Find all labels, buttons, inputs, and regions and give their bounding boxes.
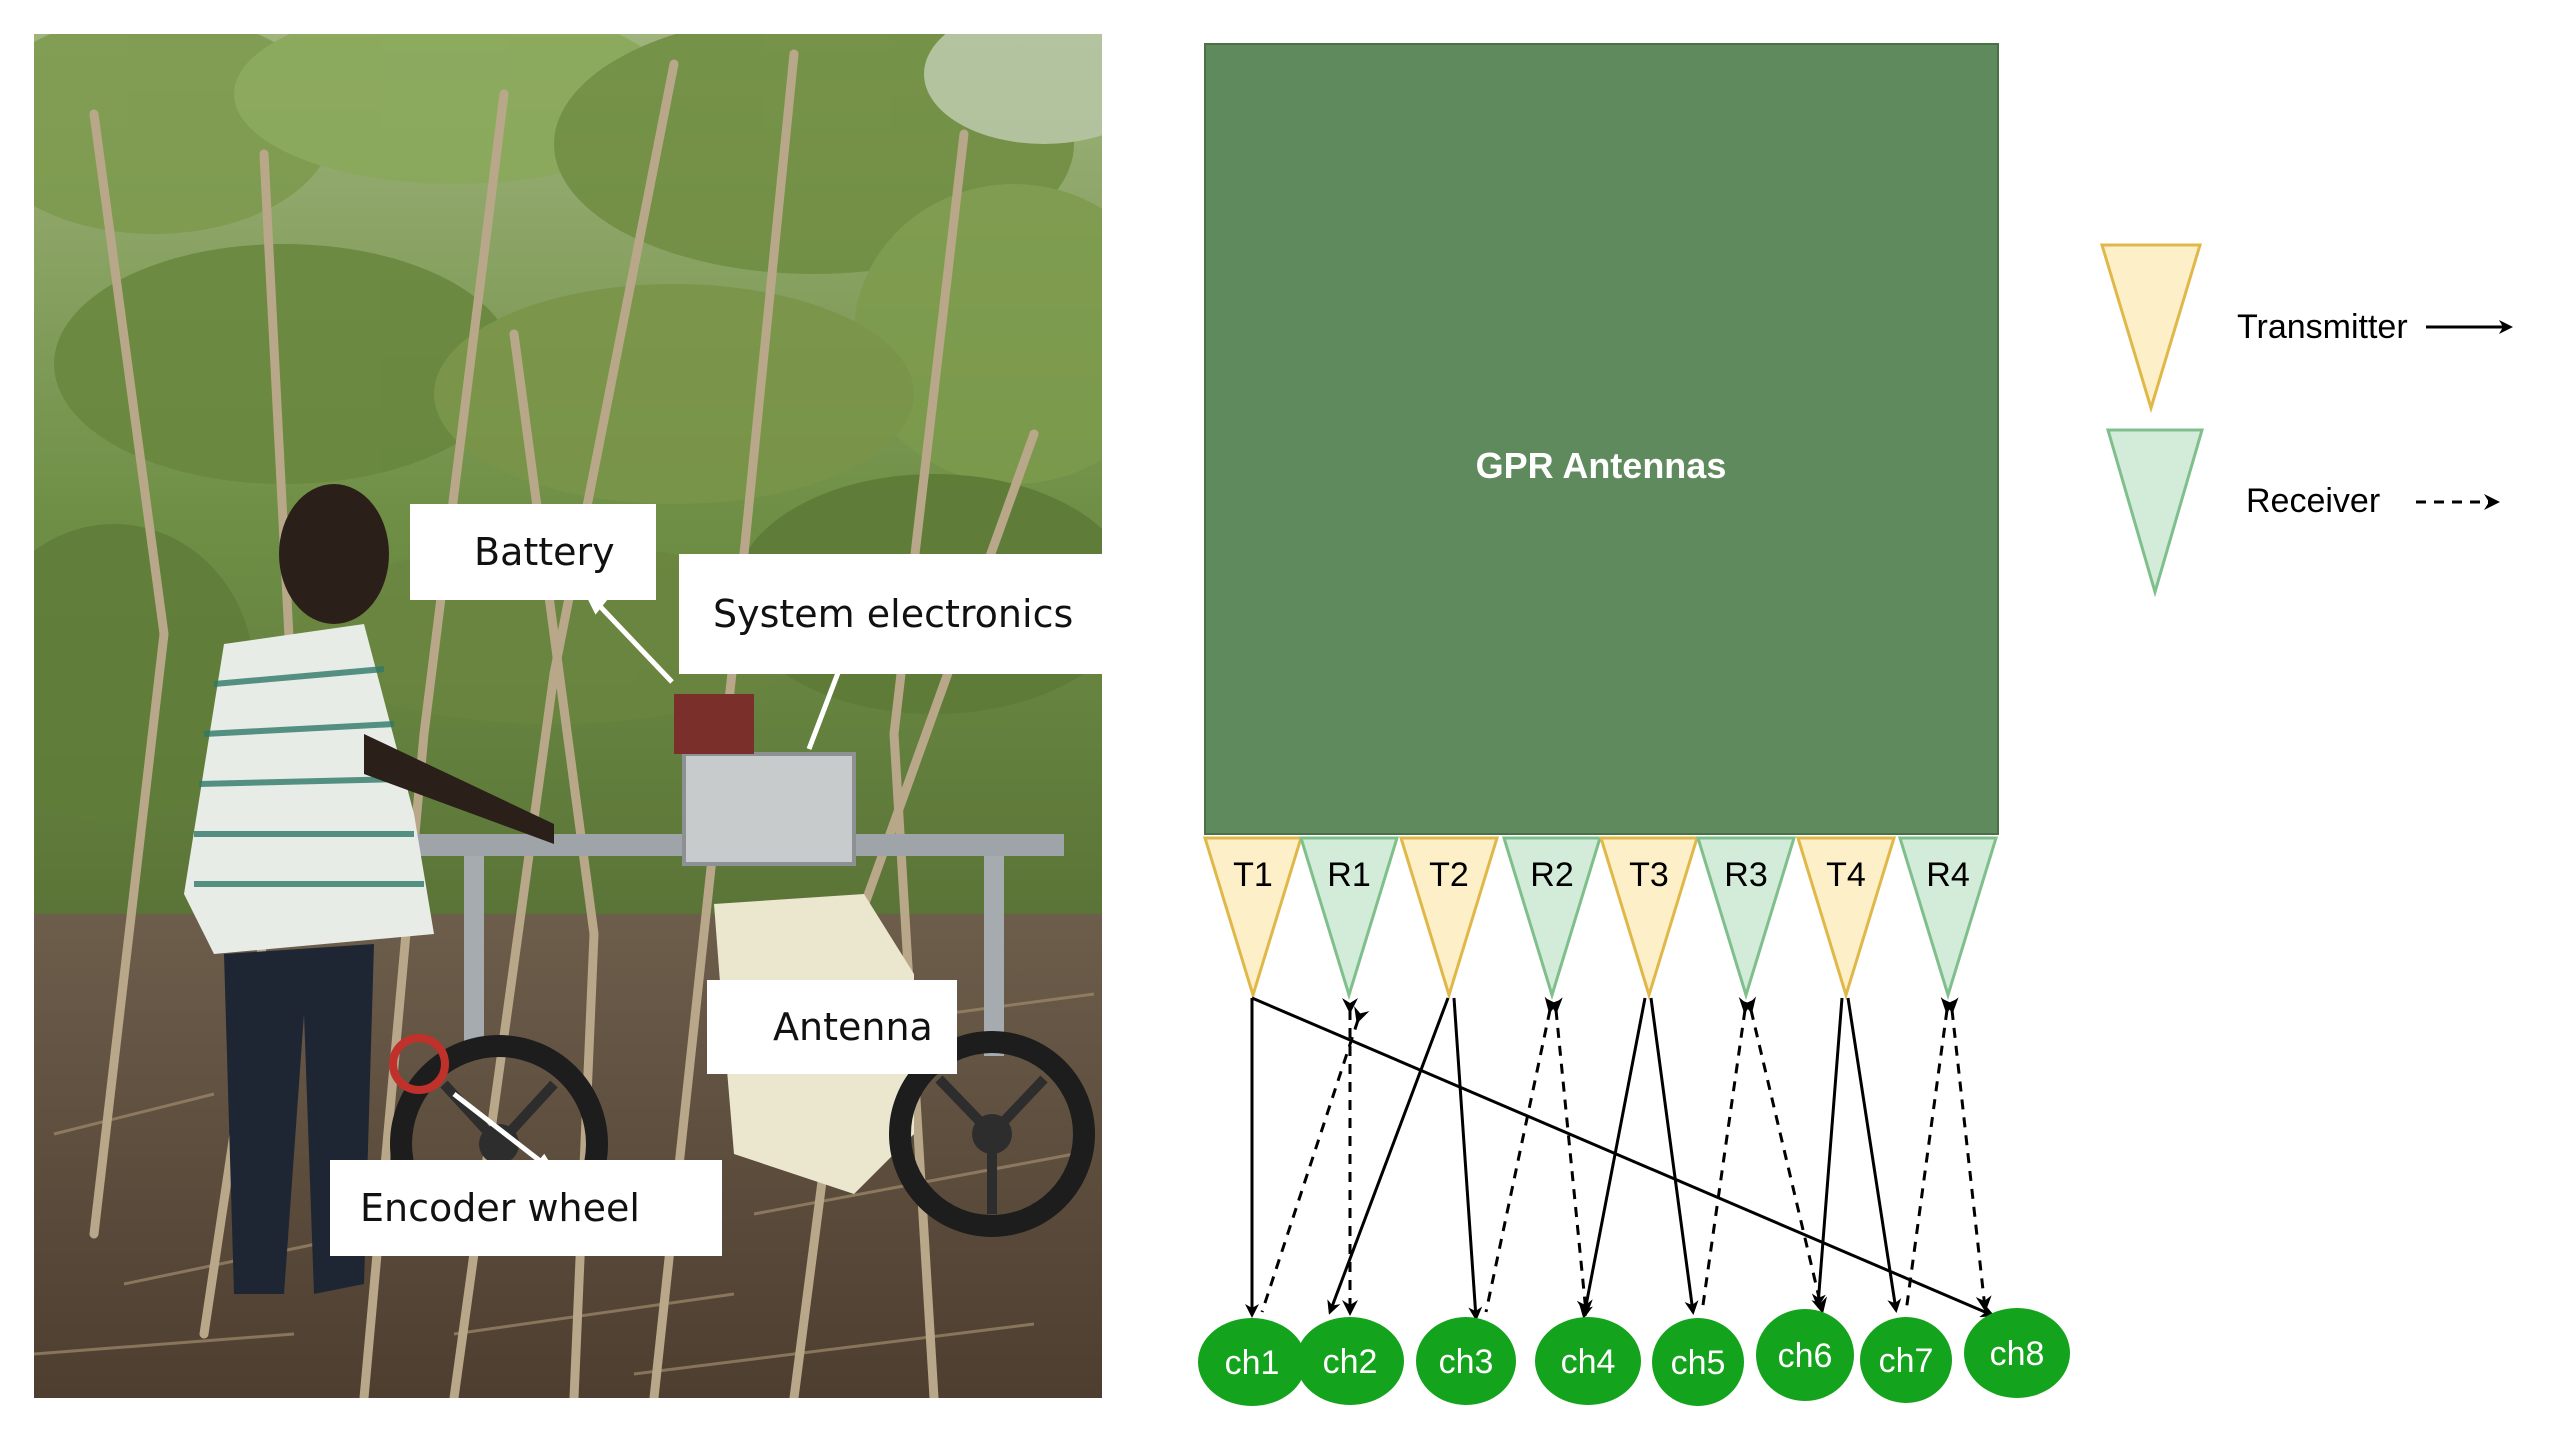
battery-label: Battery <box>410 504 656 600</box>
antenna-t3: T3 <box>1598 836 1700 1001</box>
channel-ch3-ellipse <box>1416 1317 1516 1405</box>
antenna-r2-triangle <box>1501 836 1603 1001</box>
channel-ch1-label: ch1 <box>1225 1344 1280 1382</box>
antenna-t1: T1 <box>1202 836 1304 1001</box>
battery-label-text: Battery <box>474 530 615 574</box>
channel-ch4-label: ch4 <box>1561 1343 1616 1381</box>
gpr-antennas-box <box>1204 43 1999 835</box>
antenna-label-text: Antenna <box>773 1005 933 1049</box>
channel-ch5-label: ch5 <box>1671 1344 1726 1382</box>
antenna-r1-triangle <box>1298 836 1400 1001</box>
channel-ch7: ch7 <box>1860 1317 1952 1403</box>
antenna-r4-label: R4 <box>1926 856 1969 894</box>
channel-ch5-ellipse <box>1652 1318 1744 1406</box>
antenna-r2-label: R2 <box>1530 856 1573 894</box>
antenna-t2: T2 <box>1398 836 1500 1001</box>
gpr-antennas-title: GPR Antennas <box>1476 445 1727 486</box>
receiver-legend-icon <box>2106 428 2204 598</box>
encoder-wheel-label-text: Encoder wheel <box>360 1186 640 1230</box>
antenna-row: T1 R1 T2 R2 T3 R3 T4 R4 <box>1202 836 1999 1001</box>
path-r4-ch7 <box>1904 997 1957 1313</box>
path-r2-ch3 <box>1484 996 1561 1313</box>
encoder-wheel-label: Encoder wheel <box>330 1160 722 1256</box>
antenna-r4-triangle <box>1897 836 1999 1001</box>
antenna-r1: R1 <box>1298 836 1400 1001</box>
antenna-r4: R4 <box>1897 836 1999 1001</box>
legend-transmitter: Transmitter <box>2099 243 2513 414</box>
channel-ch5: ch5 <box>1652 1318 1744 1406</box>
channel-ch2-ellipse <box>1296 1317 1404 1405</box>
path-r2-ch4 <box>1546 997 1593 1316</box>
channel-ch1: ch1 <box>1198 1318 1306 1406</box>
legend: Transmitter Receiver <box>2099 243 2513 598</box>
antenna-r3-triangle <box>1695 836 1797 1001</box>
path-t2-ch3 <box>1452 997 1483 1321</box>
channel-row: ch1 ch2 ch3 ch4 ch5 ch6 ch7 ch8 <box>1198 1308 2070 1406</box>
transmitter-legend-label: Transmitter <box>2237 308 2408 346</box>
path-t4-ch6 <box>1811 997 1844 1308</box>
channel-ch4-ellipse <box>1535 1317 1641 1405</box>
gpr-antenna-diagram: GPR Antennas T1 R1 T2 R2 T3 R3 T4 <box>1198 43 2513 1406</box>
antenna-r2: R2 <box>1501 836 1603 1001</box>
antenna-t3-label: T3 <box>1629 856 1669 894</box>
path-r3-ch6 <box>1740 996 1828 1314</box>
antenna-t4-triangle <box>1795 836 1897 1001</box>
channel-ch7-label: ch7 <box>1879 1342 1934 1380</box>
field-photo: Battery System electronics Antenna Encod… <box>34 34 1102 1398</box>
antenna-t3-triangle <box>1598 836 1700 1001</box>
path-t2-ch2 <box>1327 997 1450 1315</box>
system-electronics-label-text: System electronics <box>713 592 1074 636</box>
system-electronics-label: System electronics <box>679 554 1102 674</box>
antenna-t4: T4 <box>1795 836 1897 1001</box>
path-t3-ch5 <box>1649 997 1699 1315</box>
path-t1-ch8 <box>1251 996 1995 1318</box>
antenna-t1-label: T1 <box>1233 856 1273 894</box>
antenna-label: Antenna <box>707 980 957 1074</box>
receiver-legend-label: Receiver <box>2246 482 2380 520</box>
channel-ch7-ellipse <box>1860 1317 1952 1403</box>
antenna-r3: R3 <box>1695 836 1797 1001</box>
path-r3-ch5 <box>1700 996 1755 1313</box>
channel-ch3: ch3 <box>1416 1317 1516 1405</box>
channel-ch6: ch6 <box>1756 1309 1854 1401</box>
path-r1-ch1 <box>1260 1006 1370 1313</box>
channel-ch2-label: ch2 <box>1323 1343 1378 1381</box>
channel-ch2: ch2 <box>1296 1317 1404 1405</box>
path-t4-ch7 <box>1846 997 1902 1313</box>
antenna-t4-label: T4 <box>1826 856 1866 894</box>
signal-paths <box>1245 996 1995 1321</box>
antenna-t1-triangle <box>1202 836 1304 1001</box>
channel-ch8-label: ch8 <box>1990 1335 2045 1373</box>
path-t3-ch4 <box>1579 997 1647 1319</box>
channel-ch4: ch4 <box>1535 1317 1641 1405</box>
transmitter-legend-icon <box>2099 243 2203 414</box>
channel-ch3-label: ch3 <box>1439 1343 1494 1381</box>
antenna-r3-label: R3 <box>1724 856 1767 894</box>
legend-receiver: Receiver <box>2106 428 2500 598</box>
channel-ch8: ch8 <box>1964 1308 2070 1398</box>
channel-ch8-ellipse <box>1964 1308 2070 1398</box>
channel-ch6-label: ch6 <box>1778 1337 1833 1375</box>
antenna-t2-triangle <box>1398 836 1500 1001</box>
antenna-r1-label: R1 <box>1327 856 1370 894</box>
antenna-t2-label: T2 <box>1429 856 1469 894</box>
channel-ch6-ellipse <box>1756 1309 1854 1401</box>
channel-ch1-ellipse <box>1198 1318 1306 1406</box>
path-r4-ch8 <box>1942 997 1992 1312</box>
